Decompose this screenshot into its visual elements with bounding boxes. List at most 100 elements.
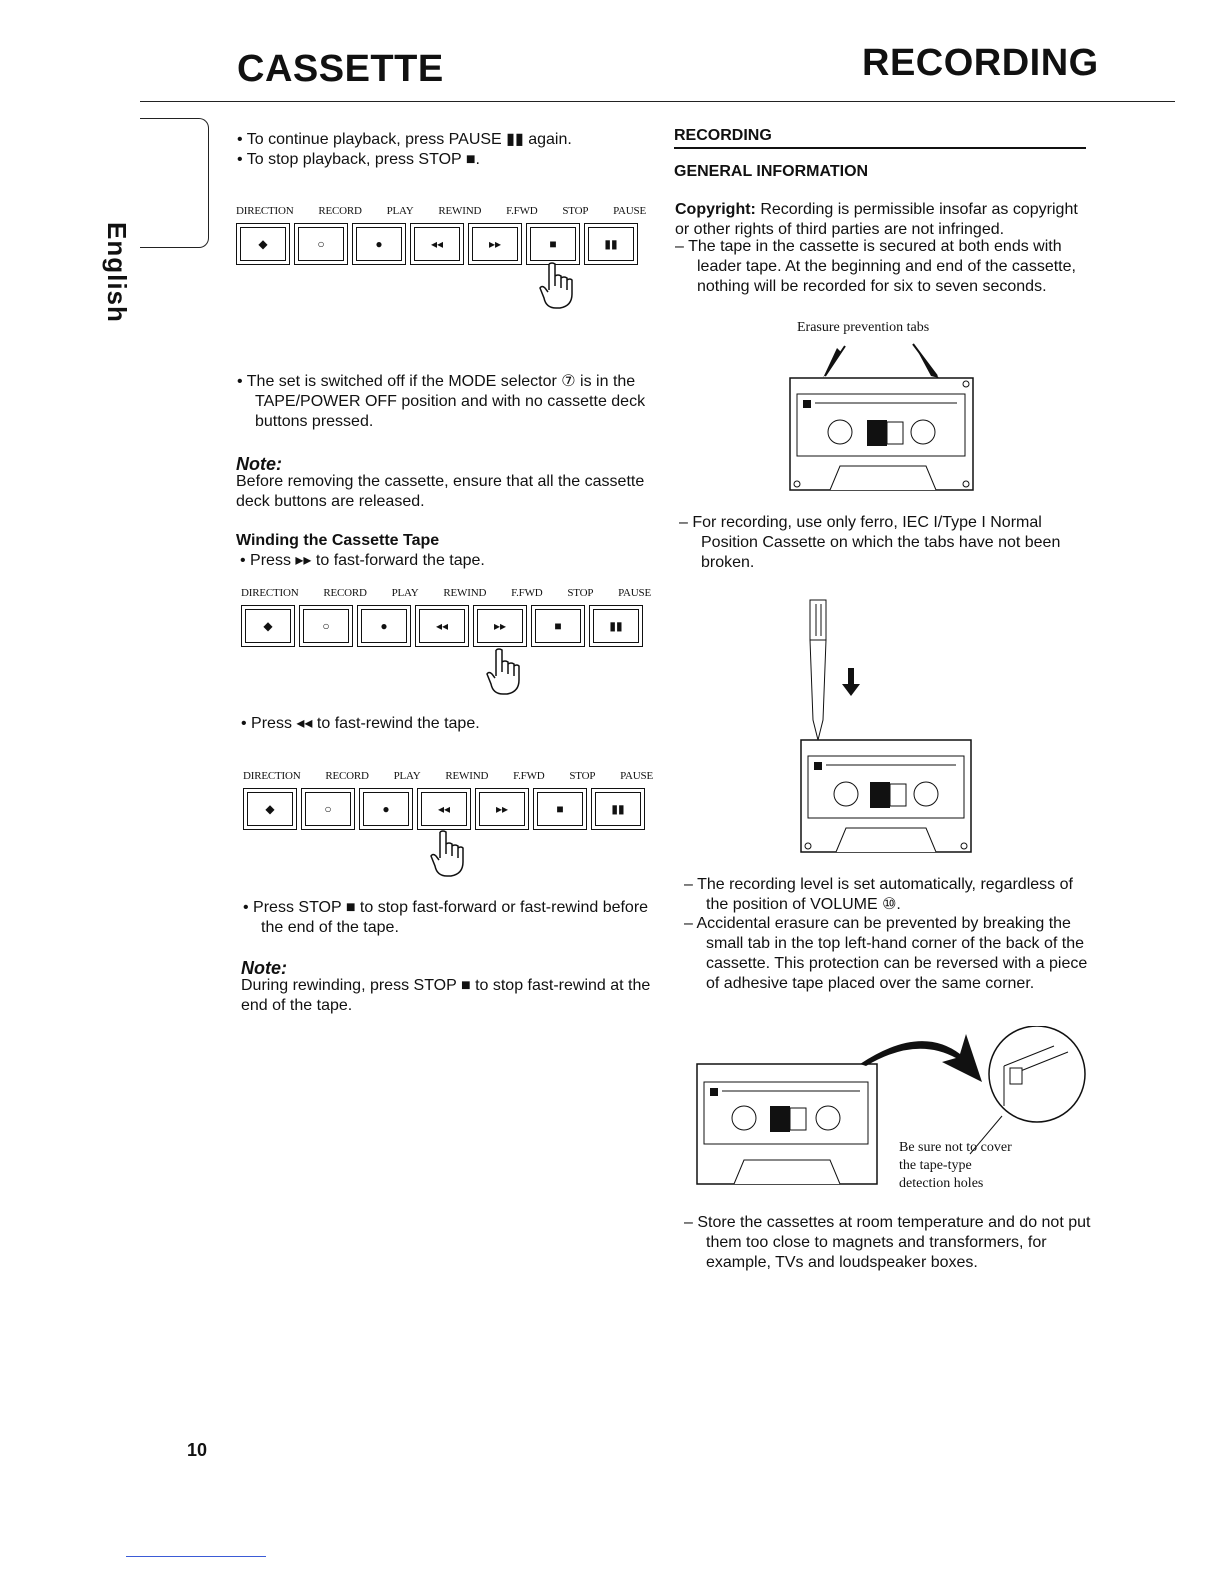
panel-label: STOP [569, 770, 596, 782]
section-rule [674, 147, 1086, 149]
pointing-hand-icon [486, 648, 520, 695]
panel-label: DIRECTION [243, 770, 301, 782]
screwdriver-cassette-illustration [800, 599, 972, 853]
rew-bullet: • Press ◂◂ to fast-rewind the tape. [241, 715, 480, 732]
store-dash: – Store the cassettes at room temperatur… [684, 1214, 1091, 1271]
panel-label: RECORD [318, 205, 362, 217]
button-panel-ffwd: DIRECTION RECORD PLAY REWIND F.FWD STOP … [241, 587, 651, 647]
page-title-right: RECORDING [862, 42, 1099, 84]
panel-label: REWIND [445, 770, 489, 782]
language-tab [140, 118, 209, 248]
panel-buttons: ◆ ○ ● ◂◂ ▸▸ ■ ▮▮ [243, 788, 653, 830]
language-tab-label: English [102, 222, 132, 323]
panel-label: RECORD [325, 770, 369, 782]
panel-labels: DIRECTION RECORD PLAY REWIND F.FWD STOP … [243, 770, 653, 782]
note-title: Note: [241, 958, 287, 978]
pause-button: ▮▮ [584, 223, 638, 265]
cassette-illustration [789, 343, 974, 491]
panel-label: DIRECTION [241, 587, 299, 599]
bullet-text: To stop playback, press STOP ■. [246, 151, 480, 168]
play-button: ● [359, 788, 413, 830]
ffwd-button: ▸▸ [475, 788, 529, 830]
panel-label: PAUSE [618, 587, 651, 599]
pause-button: ▮▮ [589, 605, 643, 647]
list-item: • To stop playback, press STOP ■. [237, 151, 480, 168]
accidental-dash: – Accidental erasure can be prevented by… [684, 915, 1088, 992]
dash-text: Accidental erasure can be prevented by b… [696, 915, 1088, 992]
panel-label: PLAY [391, 587, 419, 599]
panel-label: REWIND [443, 587, 487, 599]
button-panel-stop: DIRECTION RECORD PLAY REWIND F.FWD STOP … [236, 205, 646, 265]
winding-title: Winding the Cassette Tape [236, 532, 440, 549]
copyright-label: Copyright: [675, 201, 756, 218]
note-title: Note: [236, 454, 282, 474]
button-panel-rewind: DIRECTION RECORD PLAY REWIND F.FWD STOP … [243, 770, 653, 830]
bullet-text: Press STOP ■ to stop fast-forward or fas… [253, 899, 649, 936]
panel-labels: DIRECTION RECORD PLAY REWIND F.FWD STOP … [241, 587, 651, 599]
record-button: ○ [294, 223, 348, 265]
record-button: ○ [301, 788, 355, 830]
dash-text: The recording level is set automatically… [697, 876, 1073, 913]
panel-label: REWIND [438, 205, 482, 217]
pointing-hand-icon [430, 830, 464, 877]
rewind-button: ◂◂ [410, 223, 464, 265]
panel-buttons: ◆ ○ ● ◂◂ ▸▸ ■ ▮▮ [241, 605, 651, 647]
panel-label: F.FWD [506, 205, 538, 217]
stop-button: ■ [533, 788, 587, 830]
stop-button: ■ [531, 605, 585, 647]
panel-label: F.FWD [511, 587, 543, 599]
ffwd-bullet: • Press ▸▸ to fast-forward the tape. [240, 552, 485, 569]
ferro-dash: – For recording, use only ferro, IEC I/T… [679, 514, 1061, 571]
dash-text: Store the cassettes at room temperature … [697, 1214, 1091, 1271]
pointing-hand-icon [539, 262, 573, 309]
panel-label: F.FWD [513, 770, 545, 782]
section-title: RECORDING [674, 127, 772, 144]
ffwd-button: ▸▸ [473, 605, 527, 647]
record-button: ○ [299, 605, 353, 647]
note-text: During rewinding, press STOP ■ to stop f… [241, 977, 651, 1014]
panel-labels: DIRECTION RECORD PLAY REWIND F.FWD STOP … [236, 205, 646, 217]
panel-label: RECORD [323, 587, 367, 599]
pause-button: ▮▮ [591, 788, 645, 830]
stop-button: ■ [526, 223, 580, 265]
stop-bullet: • Press STOP ■ to stop fast-forward or f… [243, 899, 649, 936]
dash-text: For recording, use only ferro, IEC I/Typ… [692, 514, 1061, 571]
intro-bullets: • To continue playback, press PAUSE ▮▮ a… [233, 130, 653, 170]
detection-holes-illustration [696, 1026, 1086, 1185]
bullet-text: The set is switched off if the MODE sele… [246, 373, 646, 430]
direction-button: ◆ [236, 223, 290, 265]
panel-label: PLAY [386, 205, 414, 217]
bottom-divider [126, 1556, 266, 1557]
dash-text: The tape in the cassette is secured at b… [688, 238, 1076, 295]
panel-label: PLAY [393, 770, 421, 782]
panel-buttons: ◆ ○ ● ◂◂ ▸▸ ■ ▮▮ [236, 223, 646, 265]
bullet-text: To continue playback, press PAUSE ▮▮ aga… [246, 131, 572, 148]
copyright-paragraph: Copyright: Recording is permissible inso… [675, 200, 1090, 240]
detection-caption-line-3: detection holes [899, 1176, 984, 1191]
rewind-button: ◂◂ [417, 788, 471, 830]
header-rule [140, 101, 1175, 102]
play-button: ● [357, 605, 411, 647]
play-button: ● [352, 223, 406, 265]
panel-label: DIRECTION [236, 205, 294, 217]
panel-label: STOP [567, 587, 594, 599]
detection-caption-line-2: the tape-type [899, 1158, 972, 1173]
bullet-text: Press ◂◂ to fast-rewind the tape. [251, 715, 480, 732]
subsection-title: GENERAL INFORMATION [674, 163, 869, 180]
page-number: 10 [187, 1440, 208, 1460]
erasure-caption: Erasure prevention tabs [797, 320, 930, 335]
panel-label: PAUSE [613, 205, 646, 217]
page-title-left: CASSETTE [237, 48, 444, 90]
ffwd-button: ▸▸ [468, 223, 522, 265]
rewind-button: ◂◂ [415, 605, 469, 647]
copyright-text: Recording is permissible insofar as copy… [675, 201, 1078, 238]
direction-button: ◆ [241, 605, 295, 647]
panel-label: STOP [562, 205, 589, 217]
direction-button: ◆ [243, 788, 297, 830]
level-dash: – The recording level is set automatical… [684, 876, 1073, 913]
note-text: Before removing the cassette, ensure tha… [236, 473, 645, 510]
detection-caption-line-1: Be sure not to cover [899, 1140, 1012, 1155]
panel-label: PAUSE [620, 770, 653, 782]
leader-dash: – The tape in the cassette is secured at… [675, 238, 1076, 295]
switch-off-bullet: • The set is switched off if the MODE se… [237, 373, 646, 430]
